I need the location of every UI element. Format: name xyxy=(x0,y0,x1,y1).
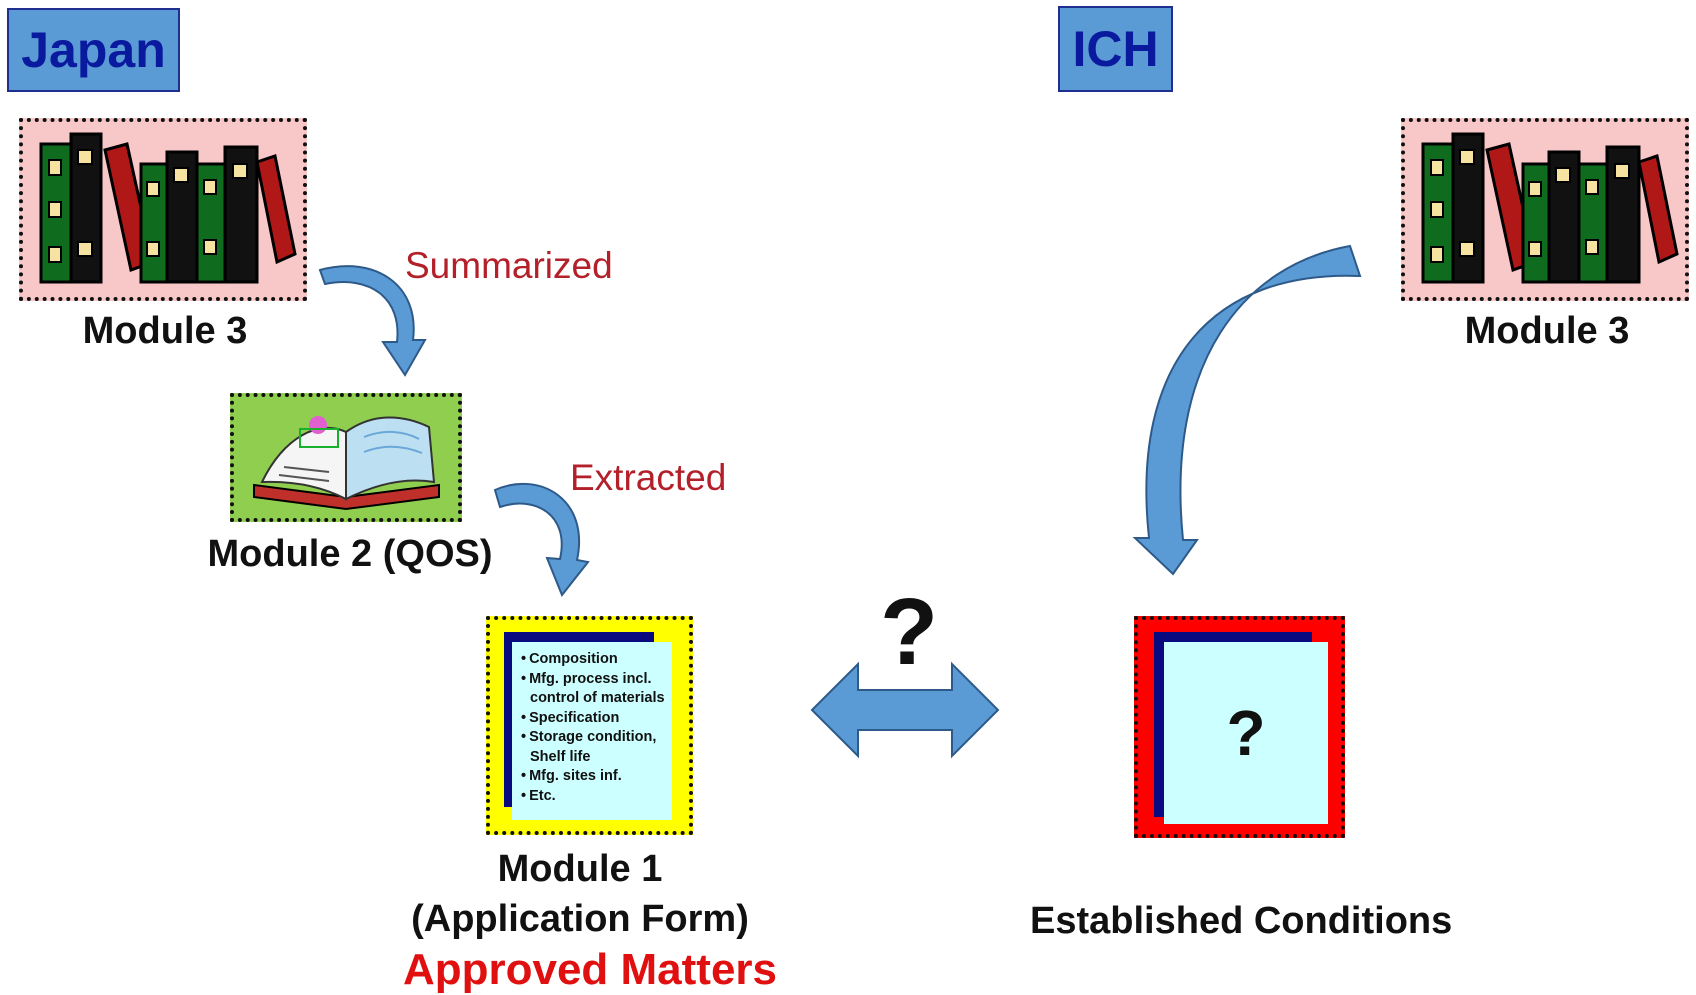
ich-label: ICH xyxy=(1058,6,1173,92)
summarized-label: Summarized xyxy=(405,245,613,286)
list-item: Etc. xyxy=(518,787,668,807)
japan-module3-box xyxy=(19,118,307,301)
module1-box: Composition Mfg. process incl. control o… xyxy=(486,616,693,835)
double-arrow-icon xyxy=(810,661,1000,759)
curved-arrow-icon xyxy=(493,482,590,597)
established-conditions-caption: Established Conditions xyxy=(1030,900,1453,942)
module2-caption: Module 2 (QOS) xyxy=(207,533,493,575)
list-item: Composition xyxy=(518,650,668,670)
extracted-label: Extracted xyxy=(570,457,727,498)
list-item: Mfg. process incl. control of materials xyxy=(518,670,668,709)
ec-box: ? xyxy=(1134,616,1345,838)
list-item: Storage condition, Shelf life xyxy=(518,728,668,767)
module1-document: Composition Mfg. process incl. control o… xyxy=(512,642,672,820)
ec-question: ? xyxy=(1226,697,1266,769)
ec-document: ? xyxy=(1164,642,1328,824)
approved-matters: Approved Matters xyxy=(402,945,778,994)
ich-module3-box xyxy=(1401,118,1689,301)
ich-module3-caption: Module 3 xyxy=(1464,310,1630,352)
curved-arrow-icon xyxy=(1132,244,1362,576)
japan-label: Japan xyxy=(7,8,180,92)
curved-arrow-icon xyxy=(318,265,427,377)
list-item: Specification xyxy=(518,709,668,729)
module1-caption-line1: Module 1 xyxy=(497,848,663,890)
list-item: Mfg. sites inf. xyxy=(518,767,668,787)
japan-module3-caption: Module 3 xyxy=(82,310,248,352)
module1-items: Composition Mfg. process incl. control o… xyxy=(518,650,668,806)
open-book-icon xyxy=(253,416,440,511)
books-icon xyxy=(39,132,297,284)
comparison-question: ? xyxy=(880,579,939,685)
books-icon xyxy=(1421,132,1679,284)
module1-caption-line2: (Application Form) xyxy=(411,898,749,940)
module2-box xyxy=(230,393,462,522)
